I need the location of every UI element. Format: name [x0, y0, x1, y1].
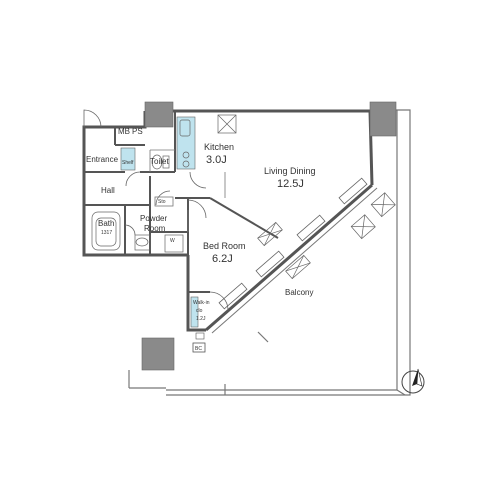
kitchen-sink — [179, 119, 191, 137]
label-bed-room-size: 6.2J — [212, 253, 233, 265]
label-toilet: Toilet — [150, 157, 169, 166]
columns — [141, 101, 397, 371]
glass-line — [211, 187, 378, 334]
label-powder-1: Powder — [140, 214, 167, 223]
column-top-left — [144, 101, 174, 128]
interior-walls — [84, 111, 279, 293]
ac-units — [257, 192, 396, 280]
ps-small-box — [195, 332, 205, 340]
fridge-space — [217, 114, 237, 134]
entrance-door — [83, 109, 102, 128]
column-bottom-left — [141, 337, 175, 371]
bc-box — [192, 342, 206, 353]
thin-lines — [149, 149, 226, 232]
label-shelf: Shelf — [122, 160, 134, 166]
bath-door — [124, 224, 136, 236]
label-walk-in-1: Walk-in — [193, 300, 210, 306]
column-top-right — [369, 101, 397, 137]
walkin-door — [209, 291, 229, 311]
label-bed-room: Bed Room — [203, 241, 246, 251]
fixtures — [91, 114, 237, 253]
storage-areas — [120, 116, 199, 328]
bathtub — [91, 211, 121, 251]
label-sto: Sto — [158, 199, 166, 205]
shoe-shelf — [120, 147, 136, 171]
label-ps: PS — [132, 127, 143, 136]
balcony-boundary — [128, 109, 411, 396]
label-kitchen: Kitchen — [204, 142, 234, 152]
label-bc: BC — [195, 346, 202, 352]
bedroom-door — [187, 199, 207, 219]
north-compass-icon — [401, 368, 425, 394]
label-entrance: Entrance — [86, 155, 119, 164]
kitchen-counter — [176, 116, 196, 170]
label-kitchen-size: 3.0J — [206, 154, 227, 166]
label-walk-in-2: clo — [196, 308, 203, 314]
label-hall: Hall — [101, 186, 115, 195]
label-powder-2: Room — [144, 224, 166, 233]
doors — [83, 109, 229, 311]
label-balcony: Balcony — [285, 288, 313, 297]
label-walk-in-size: 1.2J — [196, 316, 206, 322]
label-bath: Bath — [98, 219, 114, 228]
diagonal-windows — [218, 177, 368, 310]
stove-burner — [182, 151, 190, 159]
wash-basin — [135, 237, 149, 247]
walk-in-closet-shelf — [190, 296, 199, 328]
washer — [164, 234, 184, 253]
label-bath-size: 1317 — [101, 230, 112, 236]
toilet-bowl — [151, 154, 163, 170]
toilet-door — [125, 171, 141, 187]
label-living-dining-size: 12.5J — [277, 178, 304, 190]
label-mb: MB — [118, 127, 130, 136]
kitchen-door — [189, 171, 207, 189]
label-living-dining: Living Dining — [264, 166, 316, 176]
label-w: W — [170, 238, 175, 244]
powder-door — [155, 190, 171, 206]
